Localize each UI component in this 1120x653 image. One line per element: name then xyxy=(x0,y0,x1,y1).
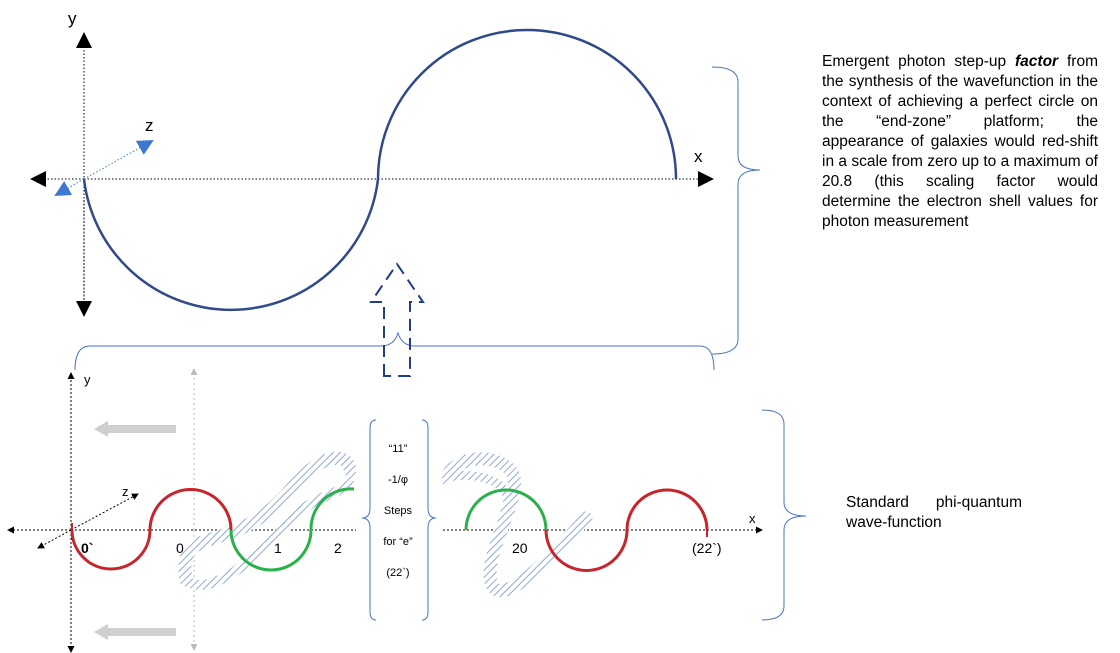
red-wave-segment-3 xyxy=(544,529,629,572)
steps-line-1: “11” xyxy=(389,443,408,455)
bottom-right-brace xyxy=(761,409,807,621)
bottom-x-label: x xyxy=(749,511,756,526)
top-x-label: x xyxy=(694,147,703,166)
tick-label-22: (22`) xyxy=(692,540,722,556)
green-wave-segment-1 xyxy=(229,529,313,572)
steps-line-4: for “e” xyxy=(383,536,413,548)
step-up-dashed-arrow xyxy=(369,262,425,377)
top-description-emphasis: factor xyxy=(1015,53,1059,70)
top-emergent-wave xyxy=(82,28,678,311)
grey-left-arrow-top xyxy=(94,421,176,437)
hatched-wave-left-a xyxy=(178,451,357,587)
steps-right-brace xyxy=(421,419,437,621)
bottom-y-label: y xyxy=(84,372,91,387)
bottom-z-axis xyxy=(70,493,139,531)
bottom-wave-diagram: “11” -1/φ Steps for “e” (22`) y x z 0` 0… xyxy=(7,368,763,653)
green-wave-segment-2 xyxy=(309,487,355,531)
steps-line-2: -1/φ xyxy=(388,474,408,486)
steps-left-brace xyxy=(361,419,377,621)
tick-label-0: 0 xyxy=(176,540,184,556)
bottom-z-label: z xyxy=(122,484,129,499)
top-z-label: z xyxy=(145,116,154,135)
tick-label-0-prime: 0` xyxy=(81,540,93,556)
tick-label-20: 20 xyxy=(512,540,528,556)
top-wave-diagram: y x z xyxy=(30,9,714,317)
bottom-z-axis-back xyxy=(37,529,72,549)
top-description-part2: from the synthesis of the wavefunction i… xyxy=(822,53,1098,230)
top-description: Emergent photon step-up factor from the … xyxy=(822,52,1098,232)
top-right-brace xyxy=(711,66,761,355)
green-wave-segment-3 xyxy=(464,488,548,531)
hatched-wave-right-b xyxy=(441,470,513,517)
hatched-wave-right-a xyxy=(439,452,593,598)
grey-left-arrow-bottom xyxy=(94,624,176,640)
red-wave-segment-4 xyxy=(625,488,709,531)
horizontal-brace xyxy=(74,331,715,371)
bottom-description: Standard phi-quantum wave-function xyxy=(846,494,1022,531)
tick-label-1: 1 xyxy=(274,540,282,556)
top-z-axis-back xyxy=(54,178,85,196)
top-description-part1: Emergent photon step-up xyxy=(822,53,1007,70)
steps-line-5: (22`) xyxy=(386,567,409,579)
top-y-label: y xyxy=(68,9,77,28)
red-wave-segment-1 xyxy=(70,529,152,571)
red-wave-segment-2 xyxy=(148,488,233,531)
top-z-axis xyxy=(83,140,154,180)
steps-line-3: Steps xyxy=(384,505,413,517)
tick-label-2: 2 xyxy=(334,540,342,556)
